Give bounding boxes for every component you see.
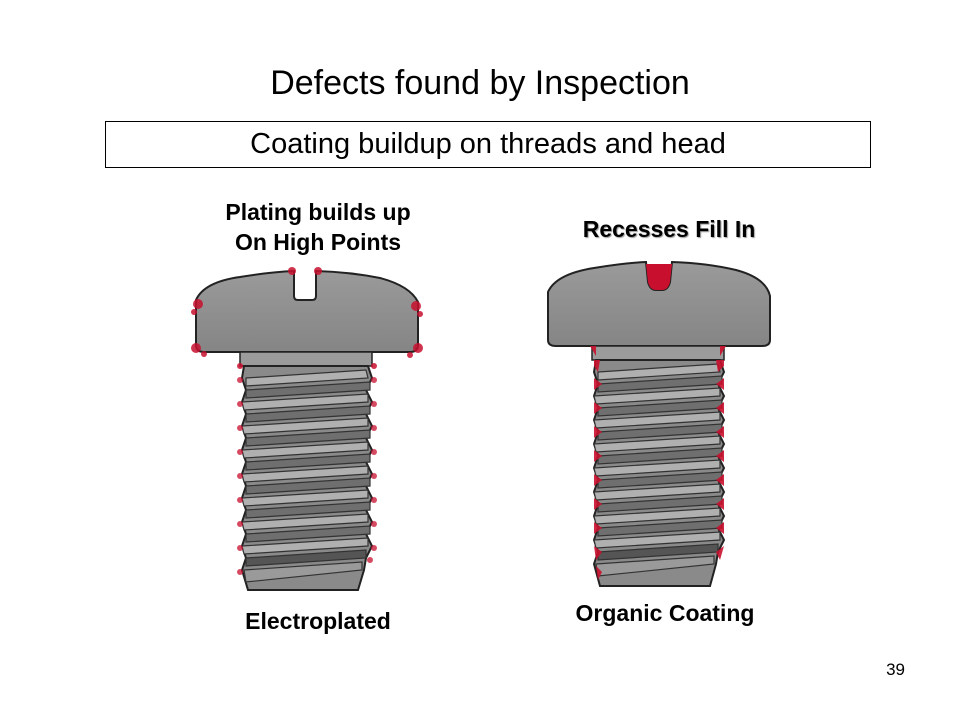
left-bottom-label: Electroplated (245, 608, 391, 634)
electroplated-screw (191, 267, 423, 591)
right-slot-fill (646, 264, 672, 290)
subtitle-box: Coating buildup on threads and head (105, 121, 871, 168)
right-root-fill-left (594, 360, 602, 580)
left-screw-head (195, 269, 419, 353)
left-top-label: Plating builds up On High Points (190, 197, 446, 257)
right-head-fillet (590, 346, 726, 356)
left-top-label-line2: On High Points (234, 229, 402, 255)
right-top-label: Recesses Fill In (582, 216, 756, 242)
left-top-label-line1: Plating builds up (225, 199, 411, 225)
left-thread-crest-plating (237, 377, 377, 575)
slide-title: Defects found by Inspection (270, 64, 690, 102)
subtitle-text: Coating buildup on threads and head (250, 128, 726, 160)
right-bottom-label: Organic Coating (575, 600, 755, 626)
left-screw-threads (241, 369, 371, 583)
organic-coated-screw (547, 260, 771, 587)
left-screw-neck (239, 351, 373, 367)
right-screw-threads (593, 363, 723, 577)
page-number: 39 (886, 660, 905, 679)
left-plating-buildup (191, 267, 423, 369)
right-screw-neck (591, 345, 725, 361)
right-root-fill-right (716, 360, 724, 560)
